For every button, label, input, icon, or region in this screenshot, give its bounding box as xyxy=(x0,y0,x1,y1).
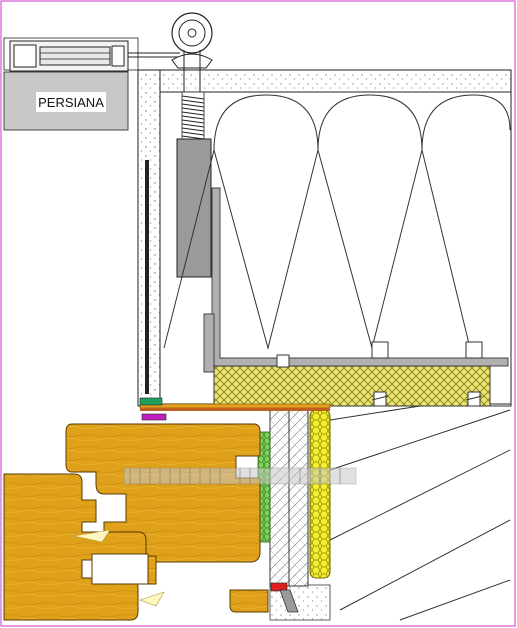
spring xyxy=(181,91,205,141)
drip-lip xyxy=(279,589,299,613)
seal-green xyxy=(139,397,163,406)
persiana-box: PERSIANA xyxy=(3,71,129,131)
seal-magenta xyxy=(141,413,167,421)
gaskets xyxy=(73,529,165,607)
insulation-board xyxy=(213,365,491,407)
shutter-roller-actuator xyxy=(9,40,180,72)
yellow-foam-strip xyxy=(309,409,331,579)
counterweight-block xyxy=(176,138,212,278)
seal-red xyxy=(270,582,288,592)
reinforcement-rod xyxy=(123,467,357,485)
frame-foot xyxy=(229,589,269,613)
wall-section-hatch xyxy=(329,405,511,621)
rolled-slats xyxy=(163,94,511,350)
glass-channel xyxy=(91,553,149,585)
guide-rail xyxy=(145,160,149,394)
sill-band xyxy=(139,403,331,411)
bracket-tab xyxy=(203,313,215,373)
pulley-wheel xyxy=(171,12,213,95)
persiana-label: PERSIANA xyxy=(38,95,104,110)
